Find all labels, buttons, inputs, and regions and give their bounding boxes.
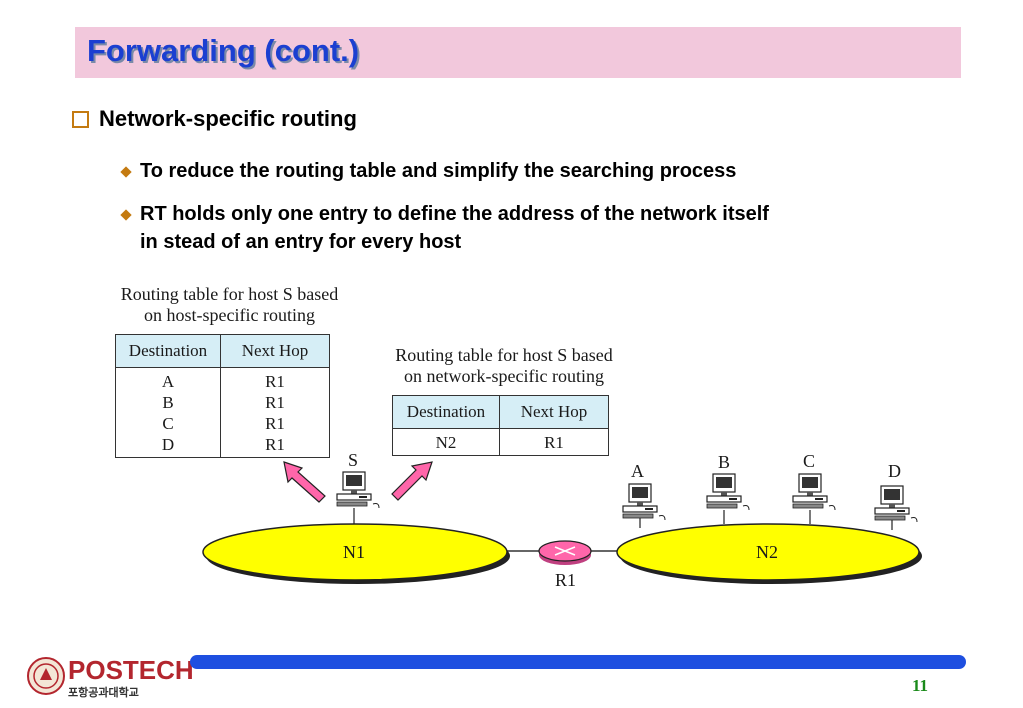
cell-next-hop: R1 bbox=[499, 428, 609, 456]
caption-line: on host-specific routing bbox=[144, 305, 315, 325]
host-a-computer-icon bbox=[622, 483, 666, 521]
square-bullet-icon bbox=[72, 110, 89, 128]
network-n2-label: N2 bbox=[756, 542, 778, 562]
router-label: R1 bbox=[555, 570, 577, 590]
router-cross bbox=[554, 546, 576, 556]
slide-title: Forwarding (cont.) bbox=[87, 33, 360, 68]
host-b-computer-icon bbox=[706, 473, 750, 511]
column-header: Destination bbox=[115, 334, 221, 368]
title-bar: Forwarding (cont.) bbox=[75, 27, 961, 78]
sub-bullet-2: RT holds only one entry to define the ad… bbox=[120, 200, 902, 256]
network-n1-label: N1 bbox=[343, 542, 365, 562]
column-header: Destination bbox=[392, 395, 500, 429]
table-row: D R1 bbox=[115, 434, 330, 458]
host-table-caption: Routing table for host S based on host-s… bbox=[92, 284, 367, 326]
host-a-label: A bbox=[631, 461, 644, 481]
table-row: A R1 bbox=[115, 367, 330, 392]
footer-bar bbox=[190, 655, 966, 669]
main-bullet: Network-specific routing bbox=[72, 106, 357, 132]
arrow-to-host-table-icon bbox=[283, 461, 326, 503]
host-c-label: C bbox=[803, 451, 816, 471]
cell-next-hop: R1 bbox=[220, 367, 330, 392]
page-number: 11 bbox=[912, 676, 929, 695]
sub-bullet-text: To reduce the routing table and simplify… bbox=[140, 160, 737, 182]
host-b-label: B bbox=[718, 452, 731, 472]
sub-bullet-text-cont: in stead of an entry for every host bbox=[140, 231, 462, 253]
host-c-computer-icon bbox=[792, 473, 836, 511]
host-d-label: D bbox=[888, 461, 901, 481]
column-header: Next Hop bbox=[499, 395, 609, 429]
network-table-caption: Routing table for host S based on networ… bbox=[370, 345, 638, 387]
table-row: C R1 bbox=[115, 413, 330, 434]
main-bullet-text: Network-specific routing bbox=[99, 106, 357, 131]
host-specific-table: Destination Next Hop A R1 B R1 C R1 D R1 bbox=[115, 334, 330, 458]
cell-next-hop: R1 bbox=[220, 392, 330, 413]
host-d-computer-icon bbox=[874, 485, 918, 523]
arrow-to-network-table-icon bbox=[391, 461, 433, 501]
cell-destination: D bbox=[115, 434, 221, 458]
postech-seal-icon bbox=[27, 657, 65, 695]
cell-destination: N2 bbox=[392, 428, 500, 456]
column-header: Next Hop bbox=[220, 334, 330, 368]
table-row: N2 R1 bbox=[392, 428, 609, 456]
network-n2 bbox=[616, 523, 920, 581]
host-s-label: S bbox=[348, 450, 359, 470]
postech-logo-text: POSTECH bbox=[68, 655, 194, 685]
network-n1 bbox=[202, 523, 508, 581]
cell-next-hop: R1 bbox=[220, 434, 330, 458]
sub-bullet-1: To reduce the routing table and simplify… bbox=[120, 157, 902, 185]
table-row: B R1 bbox=[115, 392, 330, 413]
cell-destination: A bbox=[115, 367, 221, 392]
caption-line: Routing table for host S based bbox=[395, 345, 613, 365]
sub-bullet-text: RT holds only one entry to define the ad… bbox=[140, 203, 769, 225]
caption-line: Routing table for host S based bbox=[120, 284, 339, 304]
host-s-computer-icon bbox=[336, 471, 380, 509]
cell-next-hop: R1 bbox=[220, 413, 330, 434]
caption-line: on network-specific routing bbox=[404, 366, 604, 386]
postech-logo-subtext: 포항공과대학교 bbox=[68, 686, 139, 699]
network-specific-table: Destination Next Hop N2 R1 bbox=[392, 395, 609, 456]
